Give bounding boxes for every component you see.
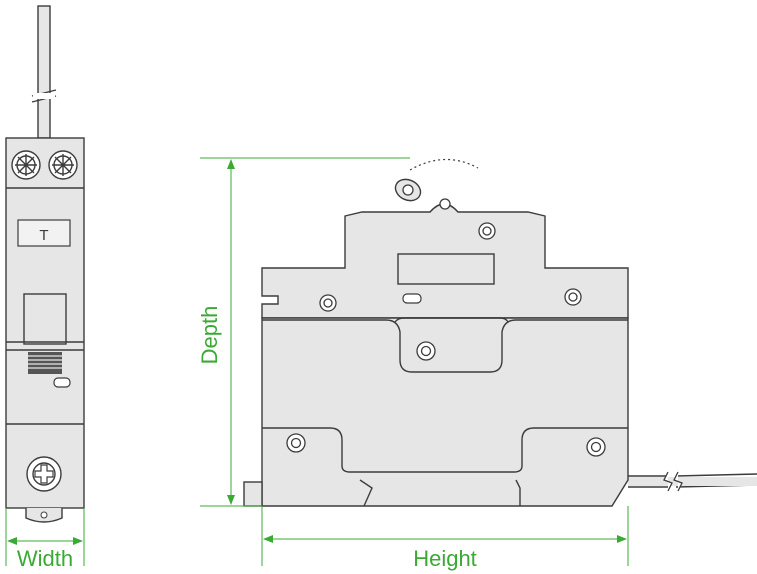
terminal-label-window xyxy=(17,219,71,247)
bottom-screw-icon xyxy=(26,456,62,492)
side-window xyxy=(397,253,495,285)
depth-dimension: Depth xyxy=(197,157,410,507)
side-cable xyxy=(628,471,757,492)
breaker-side-view xyxy=(243,158,757,507)
rotary-handle-icon xyxy=(394,178,422,202)
terminal-screw-right-icon xyxy=(48,150,78,180)
side-inner-recess xyxy=(262,319,628,373)
height-label: Height xyxy=(413,546,477,571)
height-dimension: Height xyxy=(261,506,629,571)
terminal-screw-left-icon xyxy=(11,150,41,180)
front-cable xyxy=(31,5,57,139)
width-label: Width xyxy=(17,546,73,571)
side-screws xyxy=(286,198,606,457)
terminal-symbol: T xyxy=(39,227,48,244)
breaker-front-view: T xyxy=(5,5,85,523)
indicator-slot xyxy=(53,377,71,388)
width-dimension: Width xyxy=(5,508,85,571)
rotation-arc xyxy=(409,158,479,171)
side-slot xyxy=(402,293,422,304)
side-lower-recess xyxy=(262,427,628,473)
depth-label: Depth xyxy=(197,306,222,365)
grip-ribs-icon xyxy=(28,352,62,374)
toggle-handle xyxy=(23,293,67,345)
side-lower-housing xyxy=(261,317,629,507)
